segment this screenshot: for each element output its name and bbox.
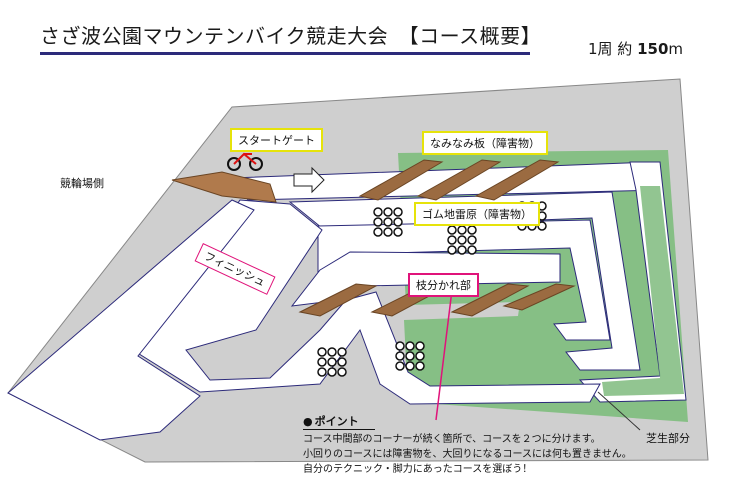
wave-board-4 xyxy=(298,283,378,317)
point-line: 自分のテクニック・脚力にあったコースを選ぼう！ xyxy=(303,464,533,475)
wave-board-6 xyxy=(450,283,530,317)
lap-prefix: 1周 約 xyxy=(588,40,638,58)
tire-stack-4 xyxy=(317,347,347,377)
lap-value: 150 xyxy=(637,40,669,58)
wave-board-2 xyxy=(416,159,502,201)
grass-strip xyxy=(602,186,684,396)
grass-label: 芝生部分 xyxy=(646,432,690,445)
start-gate-ramp xyxy=(171,171,277,203)
branch-label: 枝分かれ部 xyxy=(408,273,479,297)
wave-board-label: なみなみ板（障害物） xyxy=(422,131,548,155)
start-arrow xyxy=(293,166,325,194)
point-underline xyxy=(303,429,375,430)
lap-length: 1周 約 150m xyxy=(588,38,683,59)
point-note: ポイント コース中間部のコーナーが続く箇所で、コースを２つに分けます。 小回りの… xyxy=(303,414,632,477)
grass-leader-line xyxy=(597,391,641,431)
tire-stack-1 xyxy=(373,207,403,237)
wave-board-3 xyxy=(474,159,560,201)
track-finish-straight xyxy=(7,199,255,441)
velodrome-side-label: 競輪場側 xyxy=(60,177,104,190)
page-title: さざ波公園マウンテンバイク競走大会 【コース概要】 xyxy=(40,24,542,48)
point-line: 小回りのコースには障害物を、大回りになるコースには何も置きません。 xyxy=(303,449,632,460)
tire-stack-2 xyxy=(447,225,477,255)
rubber-minefields xyxy=(317,201,547,377)
wave-board-1 xyxy=(358,159,444,201)
point-title: ポイント xyxy=(303,414,632,429)
bike-icon xyxy=(227,152,263,171)
rubber-minefield-label: ゴム地雷原（障害物） xyxy=(414,202,540,226)
title-underline xyxy=(40,52,530,55)
lap-unit: m xyxy=(668,40,684,58)
point-line: コース中間部のコーナーが続く箇所で、コースを２つに分けます。 xyxy=(303,434,601,445)
start-gate-label: スタートゲート xyxy=(230,128,323,152)
branch-leader-line xyxy=(435,289,453,421)
wave-board-7 xyxy=(502,283,576,311)
wave-boards xyxy=(298,159,576,317)
tire-stack-5 xyxy=(395,341,425,371)
